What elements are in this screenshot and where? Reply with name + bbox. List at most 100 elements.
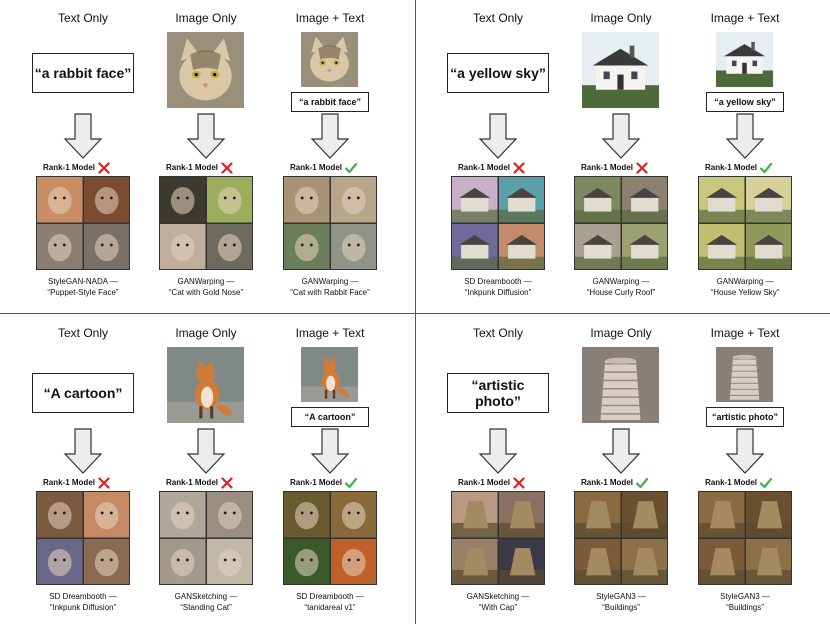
method-name: StyleGAN-NADA — (48, 277, 118, 286)
method-name: GANSketching — (466, 592, 530, 601)
cross-icon (221, 476, 233, 489)
model-style-name: “House Curly Roof” (586, 288, 656, 297)
vertical-divider (415, 0, 416, 624)
rank-1-model-label: Rank-1 Model (42, 478, 95, 487)
result-image (37, 538, 83, 584)
down-arrow-icon (310, 428, 350, 474)
column-header: Text Only (57, 326, 108, 340)
image-text-prompt-box: “a yellow sky” (706, 92, 784, 112)
result-image (83, 538, 129, 584)
cross-icon (513, 161, 525, 174)
down-arrow-icon (725, 428, 765, 474)
rank-1-model-label: Rank-1 Model (165, 163, 218, 172)
result-image (330, 177, 376, 223)
model-style-name: “tanidareal v1” (304, 603, 356, 612)
result-grid (36, 176, 130, 270)
method-name: StyleGAN3 — (596, 592, 646, 601)
result-image (745, 223, 791, 269)
result-image (83, 492, 129, 538)
result-image (452, 177, 498, 223)
result-grid (451, 491, 545, 585)
result-image (699, 538, 745, 584)
image-text-prompt-box: “A cartoon” (291, 407, 369, 427)
result-image (284, 177, 330, 223)
method-name: GANWarping — (716, 277, 774, 286)
rank-1-model-label: Rank-1 Model (42, 163, 95, 172)
down-arrow-icon (478, 113, 518, 159)
model-style-name: “With Cap” (478, 603, 518, 612)
column-header: Image Only (175, 11, 237, 25)
check-icon (759, 476, 773, 489)
text-prompt-box: “artistic photo” (447, 373, 549, 413)
reference-image-small (716, 32, 773, 87)
method-name: SD Dreambooth — (296, 592, 364, 601)
method-name: GANSketching — (174, 592, 238, 601)
check-icon (759, 161, 773, 174)
result-image (621, 538, 667, 584)
result-image (575, 538, 621, 584)
result-image (330, 538, 376, 584)
result-image (37, 223, 83, 269)
down-arrow-icon (478, 428, 518, 474)
result-image (621, 177, 667, 223)
model-style-name: “Inkpunk Diffusion” (49, 603, 117, 612)
reference-image (167, 347, 244, 423)
model-style-name: “Standing Cat” (180, 603, 232, 612)
result-image (206, 223, 252, 269)
model-style-name: “Cat with Gold Nose” (168, 288, 244, 297)
column-header: Image Only (590, 326, 652, 340)
rank-1-model-label: Rank-1 Model (165, 478, 218, 487)
result-image (330, 223, 376, 269)
cross-icon (636, 161, 648, 174)
method-name: StyleGAN3 — (720, 592, 770, 601)
check-icon (635, 476, 649, 489)
result-caption: StyleGAN3 — “Buildings” (561, 591, 681, 613)
down-arrow-icon (63, 113, 103, 159)
cross-icon (98, 476, 110, 489)
result-caption: SD Dreambooth —“Inkpunk Diffusion” (438, 276, 558, 298)
result-caption: GANWarping — “Cat with Gold Nose” (146, 276, 266, 298)
result-image (206, 538, 252, 584)
column-header: Text Only (472, 11, 523, 25)
result-grid (698, 176, 792, 270)
down-arrow-icon (186, 113, 226, 159)
reference-image-small (301, 32, 358, 87)
result-image (160, 223, 206, 269)
cross-icon (513, 476, 525, 489)
method-name: SD Dreambooth — (49, 592, 117, 601)
result-grid (451, 176, 545, 270)
cross-icon (98, 161, 110, 174)
horizontal-divider (0, 313, 830, 314)
result-caption: SD Dreambooth — “tanidareal v1” (270, 591, 390, 613)
method-name: SD Dreambooth — (464, 277, 532, 286)
result-image (452, 538, 498, 584)
result-caption: GANSketching — “Standing Cat” (146, 591, 266, 613)
method-name: GANWarping — (177, 277, 235, 286)
result-image (575, 223, 621, 269)
result-image (330, 492, 376, 538)
result-caption: StyleGAN3 —“Buildings” (685, 591, 805, 613)
model-style-name: “Buildings” (602, 603, 640, 612)
rank-1-model-label: Rank-1 Model (457, 163, 510, 172)
text-prompt-box: “a rabbit face” (32, 53, 134, 93)
result-image (745, 492, 791, 538)
method-name: GANWarping — (592, 277, 650, 286)
result-caption: GANWarping — “House Curly Roof” (561, 276, 681, 298)
reference-image (582, 32, 659, 108)
down-arrow-icon (186, 428, 226, 474)
down-arrow-icon (63, 428, 103, 474)
result-caption: GANWarping —“House Yellow Sky” (685, 276, 805, 298)
result-image (575, 492, 621, 538)
column-header: Text Only (57, 11, 108, 25)
result-image (621, 492, 667, 538)
rank-1-model-label: Rank-1 Model (580, 478, 633, 487)
result-caption: StyleGAN-NADA —“Puppet-Style Face” (23, 276, 143, 298)
result-image (745, 538, 791, 584)
down-arrow-icon (725, 113, 765, 159)
result-image (284, 223, 330, 269)
result-grid (283, 491, 377, 585)
result-image (498, 177, 544, 223)
result-image (160, 492, 206, 538)
